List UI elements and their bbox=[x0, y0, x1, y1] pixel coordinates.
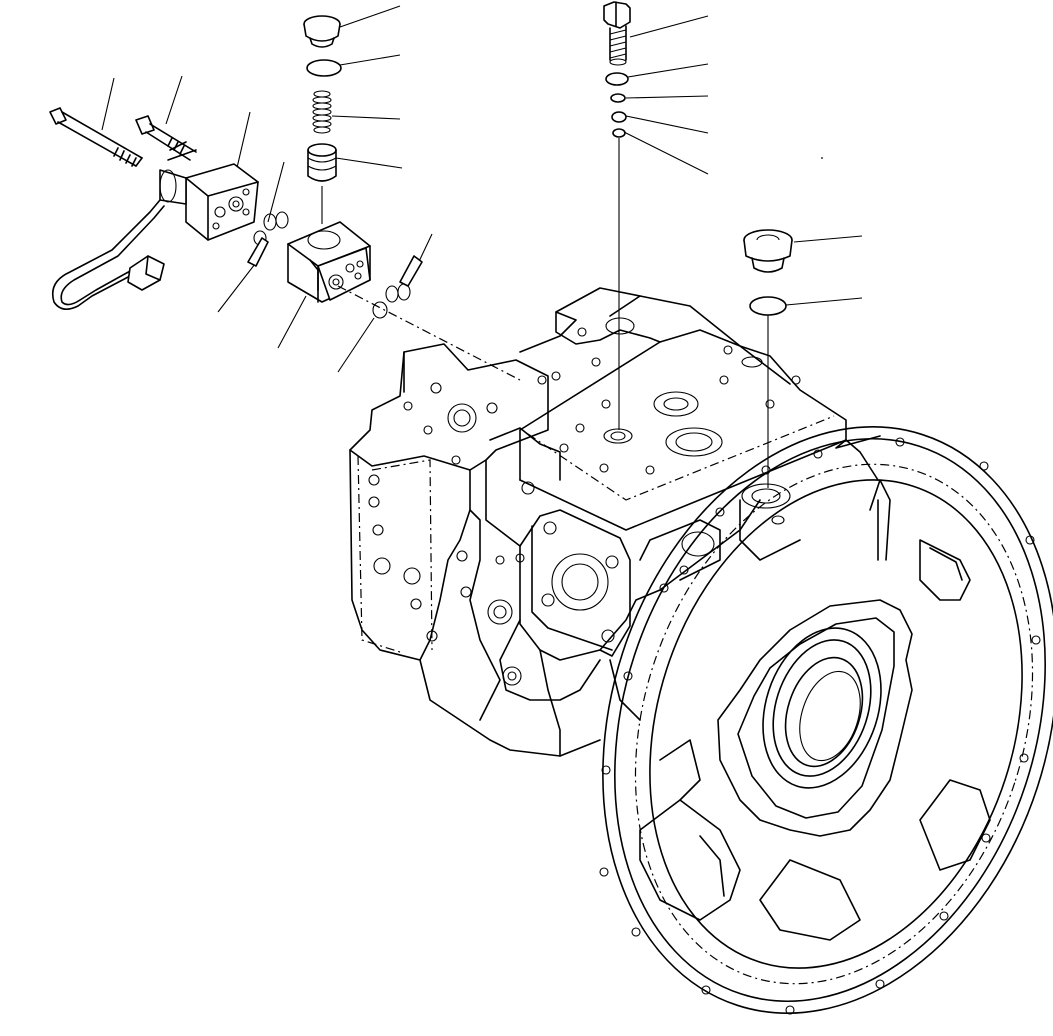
plug-icon bbox=[303, 15, 341, 48]
o-ring-icon bbox=[372, 255, 423, 319]
o-ring-icon bbox=[306, 59, 342, 77]
o-ring-icon bbox=[749, 296, 787, 488]
spool-icon bbox=[307, 143, 337, 224]
plug-icon bbox=[743, 229, 793, 273]
o-ring-icon bbox=[605, 72, 629, 430]
pump-icon bbox=[349, 287, 881, 757]
short-bolt-icon bbox=[135, 115, 197, 161]
solenoid-icon bbox=[159, 141, 259, 241]
connector-icon bbox=[51, 199, 165, 310]
flange-icon bbox=[599, 426, 1053, 1015]
spring-icon bbox=[312, 90, 332, 134]
valve-block-icon bbox=[287, 221, 371, 303]
leader-lines bbox=[101, 5, 863, 373]
long-bolt-icon bbox=[49, 107, 143, 167]
plug-icon bbox=[603, 1, 631, 66]
speck-mark bbox=[821, 157, 823, 159]
o-ring-icon bbox=[247, 211, 289, 267]
